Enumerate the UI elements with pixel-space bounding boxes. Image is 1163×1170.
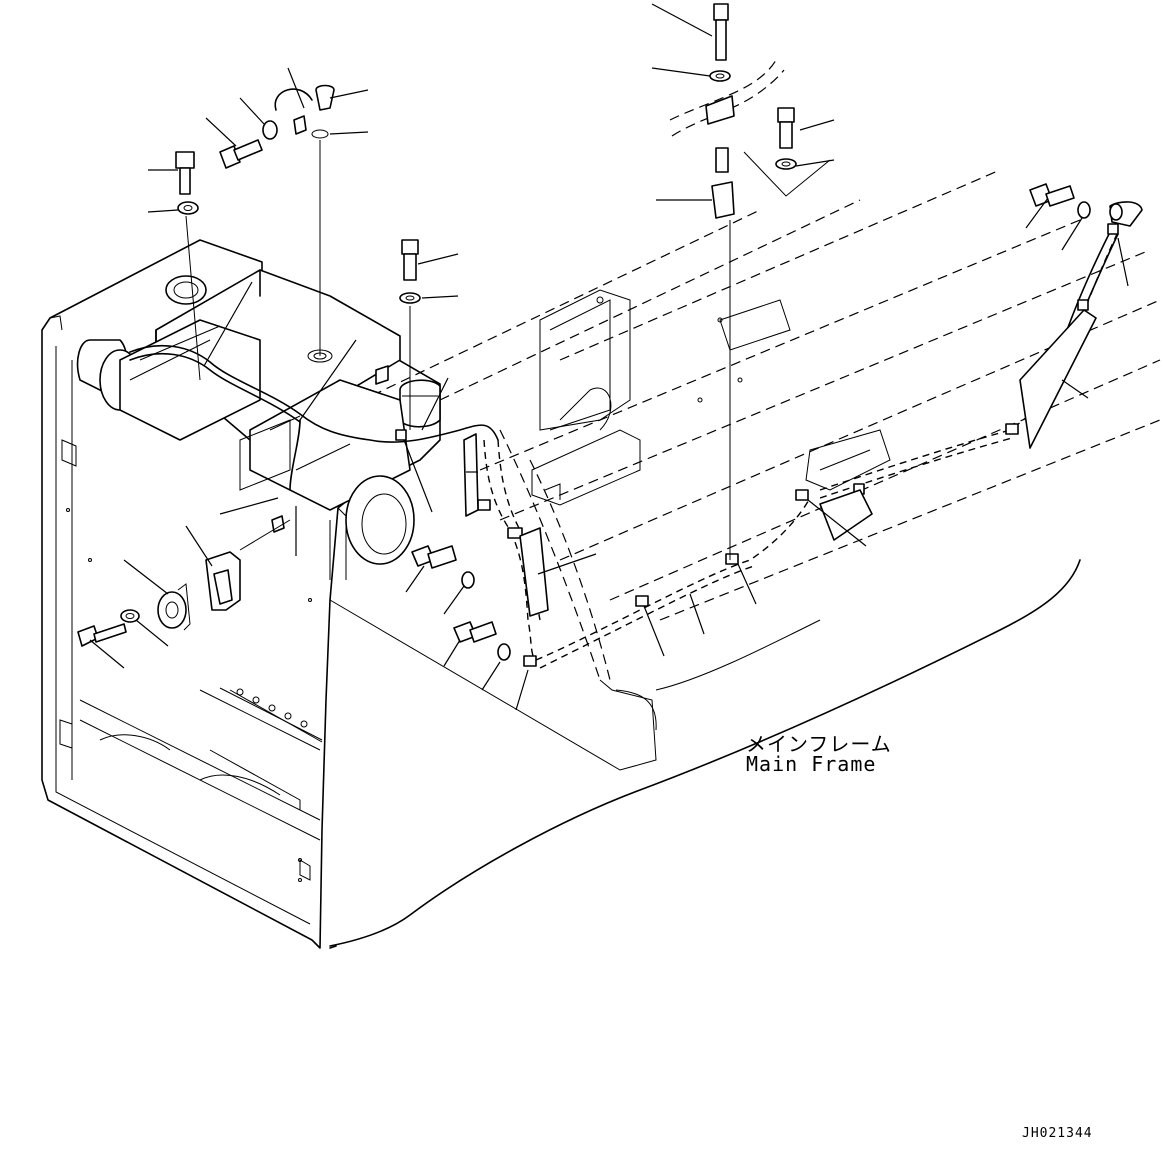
main-frame-label-jp: メインフレーム	[746, 732, 892, 756]
leader-lines	[89, 3, 1129, 711]
fasteners	[175, 3, 1123, 661]
cooler-assembly	[76, 269, 441, 580]
frame-bottom-edge	[655, 619, 821, 691]
drawing-code: JH021344	[1022, 1126, 1093, 1141]
main-frame-body	[41, 239, 1081, 949]
axis-lines	[185, 140, 831, 560]
horn-assembly	[77, 551, 241, 647]
main-frame-label-en: Main Frame	[746, 752, 877, 776]
